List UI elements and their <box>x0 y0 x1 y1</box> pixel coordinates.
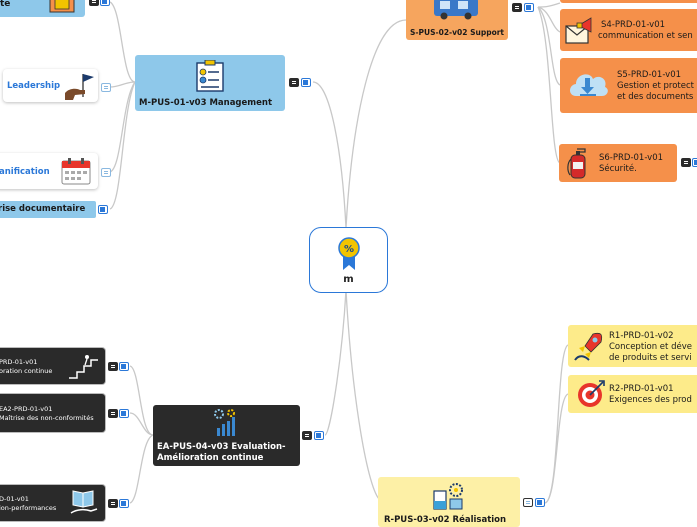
e2-title: Maîtrise des non-conformités <box>0 414 94 422</box>
rocket-hand-icon <box>574 332 603 361</box>
r2-code: R2-PRD-01-v01 <box>609 384 674 394</box>
leadership-flag-icon <box>65 74 94 100</box>
s5-title: Gestion et protect <box>617 81 694 91</box>
e3-notes-toggle[interactable] <box>108 499 118 508</box>
s4-title: communication et sen <box>598 31 693 41</box>
evaluation-collapse-toggle[interactable] <box>314 431 324 440</box>
realisation-child-r1[interactable]: R1-PRD-01-v02 Conception et déve de prod… <box>568 325 697 367</box>
book-hand-icon <box>70 490 98 514</box>
stairs-climb-icon <box>69 355 98 379</box>
evaluation-branch-label-line1: EA-PUS-04-v03 Evaluation- <box>157 442 286 452</box>
e1-code: PRD-01-v01 <box>0 358 38 366</box>
support-child-top-partial[interactable] <box>560 0 697 3</box>
cloud-download-icon <box>570 74 608 96</box>
s5-code: S5-PRD-01-v01 <box>617 70 682 80</box>
support-child-s5[interactable]: S5-PRD-01-v01 Gestion et protect et des … <box>560 58 697 113</box>
e3-code: D-01-v01 <box>0 495 29 503</box>
central-badge-icon: % <box>338 237 360 270</box>
megaphone-mail-icon <box>565 17 592 44</box>
gears-chart-icon <box>214 409 235 436</box>
r2-title: Exigences des prod <box>609 395 692 405</box>
management-notes-toggle[interactable] <box>289 78 299 87</box>
evaluation-child-e1[interactable]: PRD-01-v01 oration continue <box>0 348 105 384</box>
fire-extinguisher-icon <box>567 148 586 179</box>
s5-title-cont: et des documents <box>617 92 694 102</box>
flask-gear-icon <box>433 483 463 510</box>
management-child-top-partial[interactable]: te <box>0 0 85 17</box>
leadership-label: Leadership <box>7 81 61 91</box>
top-partial-notes-toggle[interactable] <box>89 0 99 6</box>
management-branch-label: M-PUS-01-v03 Management <box>139 98 273 108</box>
evaluation-branch-label-line2: Amélioration continue <box>157 453 264 463</box>
top-partial-collapse-toggle[interactable] <box>100 0 110 6</box>
top-partial-label: te <box>0 0 11 9</box>
support-branch-node[interactable]: S-PUS-02-v02 Support <box>406 0 508 40</box>
calendar-icon <box>61 158 91 185</box>
e2-collapse-toggle[interactable] <box>119 409 129 418</box>
maitrise-collapse-toggle[interactable] <box>98 205 108 214</box>
management-child-maitrise[interactable]: rise documentaire <box>0 201 96 218</box>
central-topic[interactable]: % m <box>309 227 388 293</box>
target-frame-icon <box>49 0 75 13</box>
e1-title: oration continue <box>0 367 53 375</box>
e1-notes-toggle[interactable] <box>108 362 118 371</box>
evaluation-notes-toggle[interactable] <box>302 431 312 440</box>
management-child-leadership[interactable]: Leadership <box>3 69 98 102</box>
realisation-branch-label: R-PUS-03-v02 Réalisation <box>384 515 507 525</box>
management-collapse-toggle[interactable] <box>301 78 311 87</box>
r1-title: Conception et déve <box>609 342 692 352</box>
management-board-icon <box>196 60 224 92</box>
support-truck-icon <box>434 0 478 20</box>
s6-code: S6-PRD-01-v01 <box>599 153 664 163</box>
planification-label: anification <box>0 167 50 177</box>
evaluation-child-e2[interactable]: EA2-PRD-01-v01 Maîtrise des non-conformi… <box>0 394 105 432</box>
realisation-child-r2[interactable]: R2-PRD-01-v01 Exigences des prod <box>568 375 697 413</box>
evaluation-child-e3[interactable]: D-01-v01 ion-performances <box>0 485 105 521</box>
leadership-notes-toggle[interactable] <box>101 83 111 92</box>
evaluation-branch-node[interactable]: EA-PUS-04-v03 Evaluation- Amélioration c… <box>153 405 300 466</box>
maitrise-label: rise documentaire <box>0 204 86 214</box>
central-topic-label: m <box>343 274 354 285</box>
target-arrow-icon <box>578 380 605 407</box>
s4-code: S4-PRD-01-v01 <box>601 20 666 30</box>
realisation-notes-toggle[interactable] <box>523 498 533 507</box>
s6-notes-toggle[interactable] <box>681 158 691 167</box>
support-branch-label: S-PUS-02-v02 Support <box>410 28 505 37</box>
e1-collapse-toggle[interactable] <box>119 362 129 371</box>
s6-title: Sécurité. <box>599 164 637 174</box>
svg-text:%: % <box>344 244 354 255</box>
e3-title: ion-performances <box>0 504 57 512</box>
r1-title-cont: de produits et servi <box>609 353 692 363</box>
planification-notes-toggle[interactable] <box>101 168 111 177</box>
e3-collapse-toggle[interactable] <box>119 499 129 508</box>
e2-notes-toggle[interactable] <box>108 409 118 418</box>
support-collapse-toggle[interactable] <box>524 3 534 12</box>
support-child-s4[interactable]: S4-PRD-01-v01 communication et sen <box>560 9 697 51</box>
management-branch-node[interactable]: M-PUS-01-v03 Management <box>135 55 285 111</box>
r1-code: R1-PRD-01-v02 <box>609 331 674 341</box>
support-child-s6[interactable]: S6-PRD-01-v01 Sécurité. <box>559 144 677 182</box>
support-notes-toggle[interactable] <box>512 3 522 12</box>
realisation-collapse-toggle[interactable] <box>535 498 545 507</box>
s6-collapse-toggle[interactable] <box>692 158 697 167</box>
e2-code: EA2-PRD-01-v01 <box>0 405 53 413</box>
management-child-planification[interactable]: anification <box>0 153 98 189</box>
